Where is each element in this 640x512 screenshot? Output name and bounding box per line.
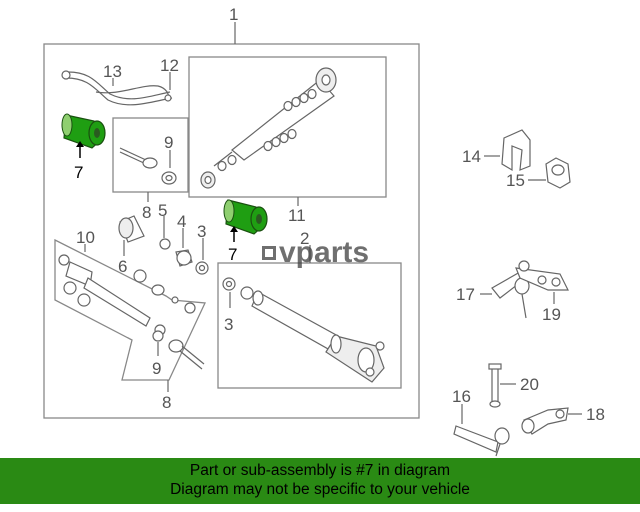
callout-17[interactable]: 17: [456, 285, 475, 304]
part-17-tie-rod-end[interactable]: [491, 271, 530, 319]
callout-4[interactable]: 4: [177, 212, 186, 231]
part-control-valve[interactable]: [213, 67, 337, 167]
banner-line-2: Diagram may not be specific to your vehi…: [170, 481, 470, 498]
callout-1[interactable]: 1: [229, 5, 238, 24]
callout-9-upper[interactable]: 9: [164, 133, 173, 152]
watermark-text: vparts: [279, 236, 370, 269]
callout-11[interactable]: 11: [288, 206, 306, 225]
subassembly-box-11: [188, 56, 387, 198]
part-9-inner-tie-rod-upper[interactable]: [119, 147, 158, 169]
callout-10[interactable]: 10: [76, 228, 95, 247]
callout-7-left[interactable]: 7: [74, 163, 83, 182]
banner-line-1: Part or sub-assembly is #7 in diagram: [189, 462, 451, 479]
callout-16[interactable]: 16: [452, 387, 471, 406]
part-rack-assembly-small[interactable]: [58, 254, 196, 336]
callout-3-lower[interactable]: 3: [224, 315, 233, 334]
callout-14[interactable]: 14: [462, 147, 481, 166]
part-15-bushing[interactable]: [545, 157, 571, 189]
callout-20[interactable]: 20: [520, 375, 539, 394]
watermark-logo: vparts: [262, 236, 369, 270]
watermark-mark-icon: [262, 246, 276, 260]
part-7-bushing-left[interactable]: [61, 113, 106, 149]
part-16-tie-rod-end[interactable]: [453, 425, 510, 457]
part-14-bracket[interactable]: [501, 129, 531, 172]
part-9-inner-tie-rod-lower[interactable]: [152, 330, 205, 370]
callout-2[interactable]: 2: [300, 229, 309, 248]
callout-7-right[interactable]: 7: [228, 245, 237, 264]
callout-8-lower[interactable]: 8: [162, 393, 171, 412]
info-banner: Part or sub-assembly is #7 in diagram Di…: [0, 458, 640, 504]
part-20-bolt[interactable]: [488, 363, 502, 408]
part-4-plug[interactable]: [175, 249, 193, 267]
callout-9-lower[interactable]: 9: [152, 359, 161, 378]
part-12-return-line[interactable]: [95, 85, 172, 102]
callout-12[interactable]: 12: [160, 56, 179, 75]
callout-5[interactable]: 5: [158, 201, 167, 220]
subassembly-box-10: [54, 238, 206, 381]
part-5-nut[interactable]: [159, 238, 171, 250]
callout-19[interactable]: 19: [542, 305, 561, 324]
callout-13[interactable]: 13: [103, 62, 122, 81]
assembly-box: [43, 43, 420, 419]
part-19-idler-arm[interactable]: [515, 260, 569, 291]
part-6-rack-guide[interactable]: [118, 215, 145, 243]
callout-3-upper[interactable]: 3: [197, 222, 206, 241]
part-18-pitman-arm[interactable]: [521, 407, 569, 435]
callout-8-upper[interactable]: 8: [142, 203, 151, 222]
part-13-pressure-line[interactable]: [61, 70, 173, 106]
part-9-ring-upper[interactable]: [161, 171, 177, 185]
callout-15[interactable]: 15: [506, 171, 525, 190]
part-bearing[interactable]: [200, 171, 216, 189]
part-seal-rings[interactable]: [217, 88, 317, 172]
callout-6[interactable]: 6: [118, 257, 127, 276]
part-3-washer-lower[interactable]: [222, 277, 254, 300]
part-rack-housing[interactable]: [251, 290, 385, 383]
part-3-washer-upper[interactable]: [195, 261, 209, 275]
callout-18[interactable]: 18: [586, 405, 605, 424]
part-7-bushing-right[interactable]: [223, 199, 268, 235]
subassembly-box-8-upper: [112, 117, 189, 193]
